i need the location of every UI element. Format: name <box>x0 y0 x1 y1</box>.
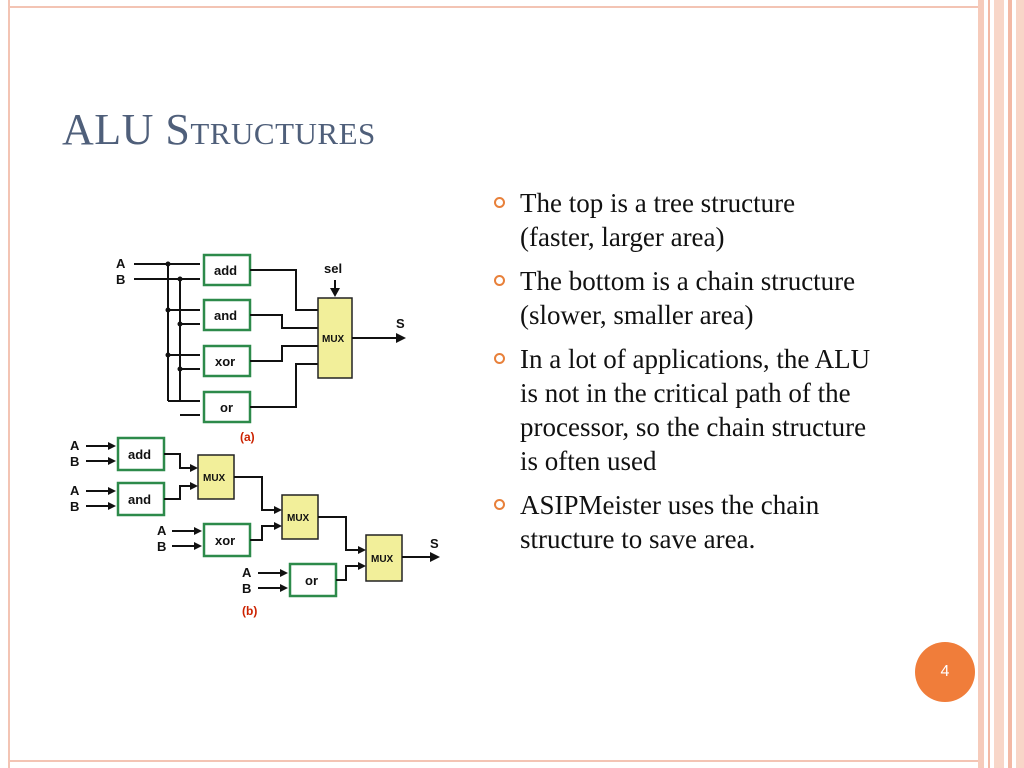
diagram-b-mux-2-label: MUX <box>287 513 310 524</box>
bullet-marker-icon <box>494 499 505 510</box>
diagram-b-or-input-a: A <box>242 565 252 580</box>
diagram-b-and-input-b: B <box>70 499 79 514</box>
diagram-b-mux-2 <box>281 494 319 540</box>
diagram-a-mux-label: MUX <box>322 334 345 345</box>
diagram-b-add-input-a: A <box>70 438 80 453</box>
diagram-a-input-b-label: B <box>116 272 125 287</box>
diagram-b-add-input-b: B <box>70 454 79 469</box>
diagram-b-mux-3-label: MUX <box>371 554 394 565</box>
diagram-b-or-label: or <box>305 573 318 588</box>
bullet-text: ASIPMeister uses the chain structure to … <box>520 490 820 554</box>
bullet-item: The bottom is a chain structure (slower,… <box>494 264 874 332</box>
diagram-a-caption: (a) <box>240 430 255 444</box>
frame-left-line <box>8 0 10 768</box>
diagram-b-add-block <box>116 436 166 472</box>
slide-title: ALU Structures <box>62 105 376 154</box>
diagram-a-or-label: or <box>220 400 233 415</box>
diagram-b-and-label: and <box>128 492 151 507</box>
bullet-marker-icon <box>494 197 505 208</box>
page-number-badge: 4 <box>915 642 975 702</box>
diagram-b-output-label: S <box>430 536 439 551</box>
bullet-text: The bottom is a chain structure (slower,… <box>520 266 856 330</box>
frame-bottom-line <box>8 760 978 762</box>
diagram-b-add-label: add <box>128 447 151 462</box>
diagram-b-mux-1 <box>197 454 235 500</box>
diagram-b-xor-input-b: B <box>157 539 166 554</box>
diagram-b-mux-1-label: MUX <box>203 473 226 484</box>
diagram-a-add-label: add <box>214 263 237 278</box>
diagram-a-xor-label: xor <box>215 354 235 369</box>
diagram-a-and-block <box>202 298 252 332</box>
diagram-b-xor-input-a: A <box>157 523 167 538</box>
bullet-item: The top is a tree structure (faster, lar… <box>494 186 874 254</box>
bullet-list: The top is a tree structure (faster, lar… <box>494 186 874 566</box>
diagram-b-or-block <box>288 562 338 598</box>
bullet-marker-icon <box>494 275 505 286</box>
diagram-b: A B add A B and MUX A B xor MUX A B <box>70 436 440 618</box>
diagram-a: A B add and xor or sel MUX S (a) <box>116 253 406 444</box>
bullet-item: In a lot of applications, the ALU is not… <box>494 342 874 478</box>
diagram-b-caption: (b) <box>242 604 257 618</box>
diagram-a-xor-block <box>202 344 252 378</box>
decorative-stripes <box>976 0 1024 768</box>
bullet-marker-icon <box>494 353 505 364</box>
diagram-b-or-input-b: B <box>242 581 251 596</box>
diagram-b-xor-label: xor <box>215 533 235 548</box>
bullet-text: The top is a tree structure (faster, lar… <box>520 188 796 252</box>
diagram-a-mux <box>317 297 353 379</box>
frame-top-line <box>8 6 978 8</box>
bullet-text: In a lot of applications, the ALU is not… <box>520 344 871 476</box>
bullet-item: ASIPMeister uses the chain structure to … <box>494 488 874 556</box>
diagram-b-xor-block <box>202 522 252 558</box>
diagram-a-select-label: sel <box>324 261 342 276</box>
diagram-a-input-a-label: A <box>116 256 126 271</box>
diagram-a-and-label: and <box>214 308 237 323</box>
diagram-b-and-input-a: A <box>70 483 80 498</box>
diagram-a-output-label: S <box>396 316 405 331</box>
diagram-a-add-block <box>202 253 252 287</box>
diagram-a-or-block <box>202 390 252 424</box>
diagram-b-mux-3 <box>365 534 403 582</box>
